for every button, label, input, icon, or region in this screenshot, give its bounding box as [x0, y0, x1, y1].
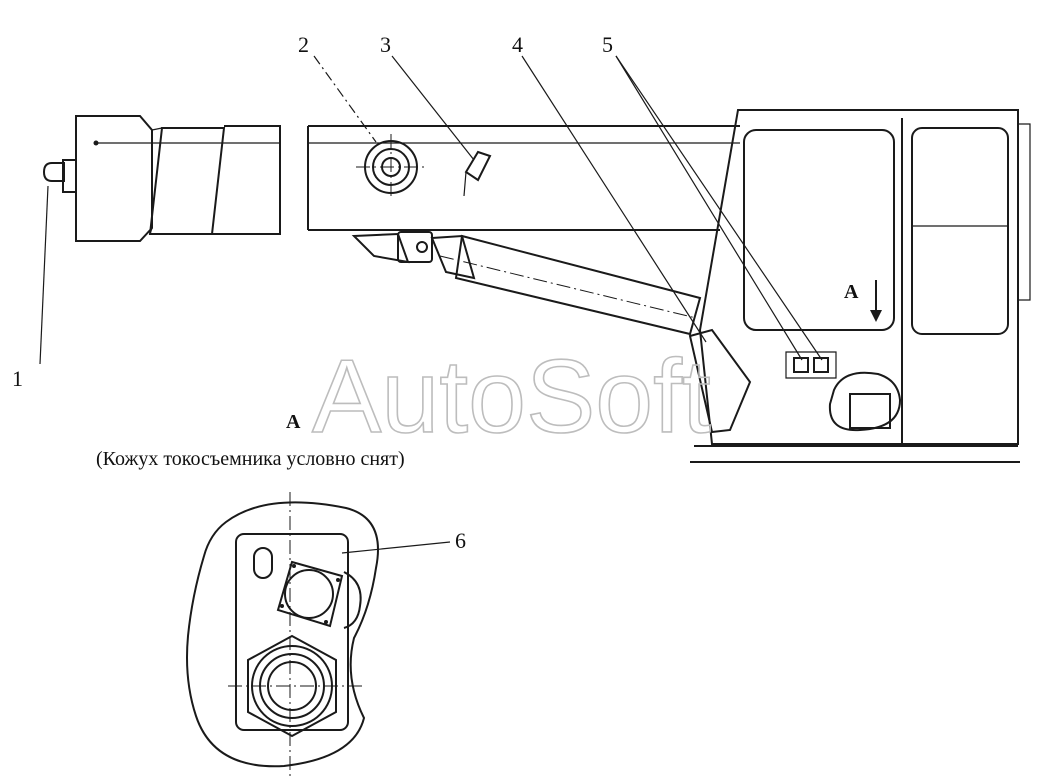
callout-1: 1	[12, 366, 23, 391]
callout-2: 2	[298, 32, 309, 57]
callout-5: 5	[602, 32, 613, 57]
crane-cab	[688, 109, 1031, 463]
view-caption: (Кожух токосъемника условно снят)	[96, 448, 405, 470]
hydraulic-cylinder	[351, 231, 702, 336]
callout-3: 3	[380, 32, 391, 57]
main-boom	[307, 125, 740, 231]
boom-tip	[42, 115, 281, 242]
callout-6: 6	[455, 528, 466, 553]
callout-4: 4	[512, 32, 523, 57]
view-a-marker: A	[844, 281, 859, 303]
view-a-arrow: A	[844, 280, 882, 322]
limit-switch	[463, 150, 492, 197]
view-a-title: A	[286, 411, 301, 433]
detail-view-a	[186, 492, 379, 776]
watermark: AutoSoft	[312, 339, 711, 455]
round-sensor	[356, 134, 426, 200]
twin-buttons	[785, 351, 837, 379]
leader-lines	[39, 55, 823, 554]
